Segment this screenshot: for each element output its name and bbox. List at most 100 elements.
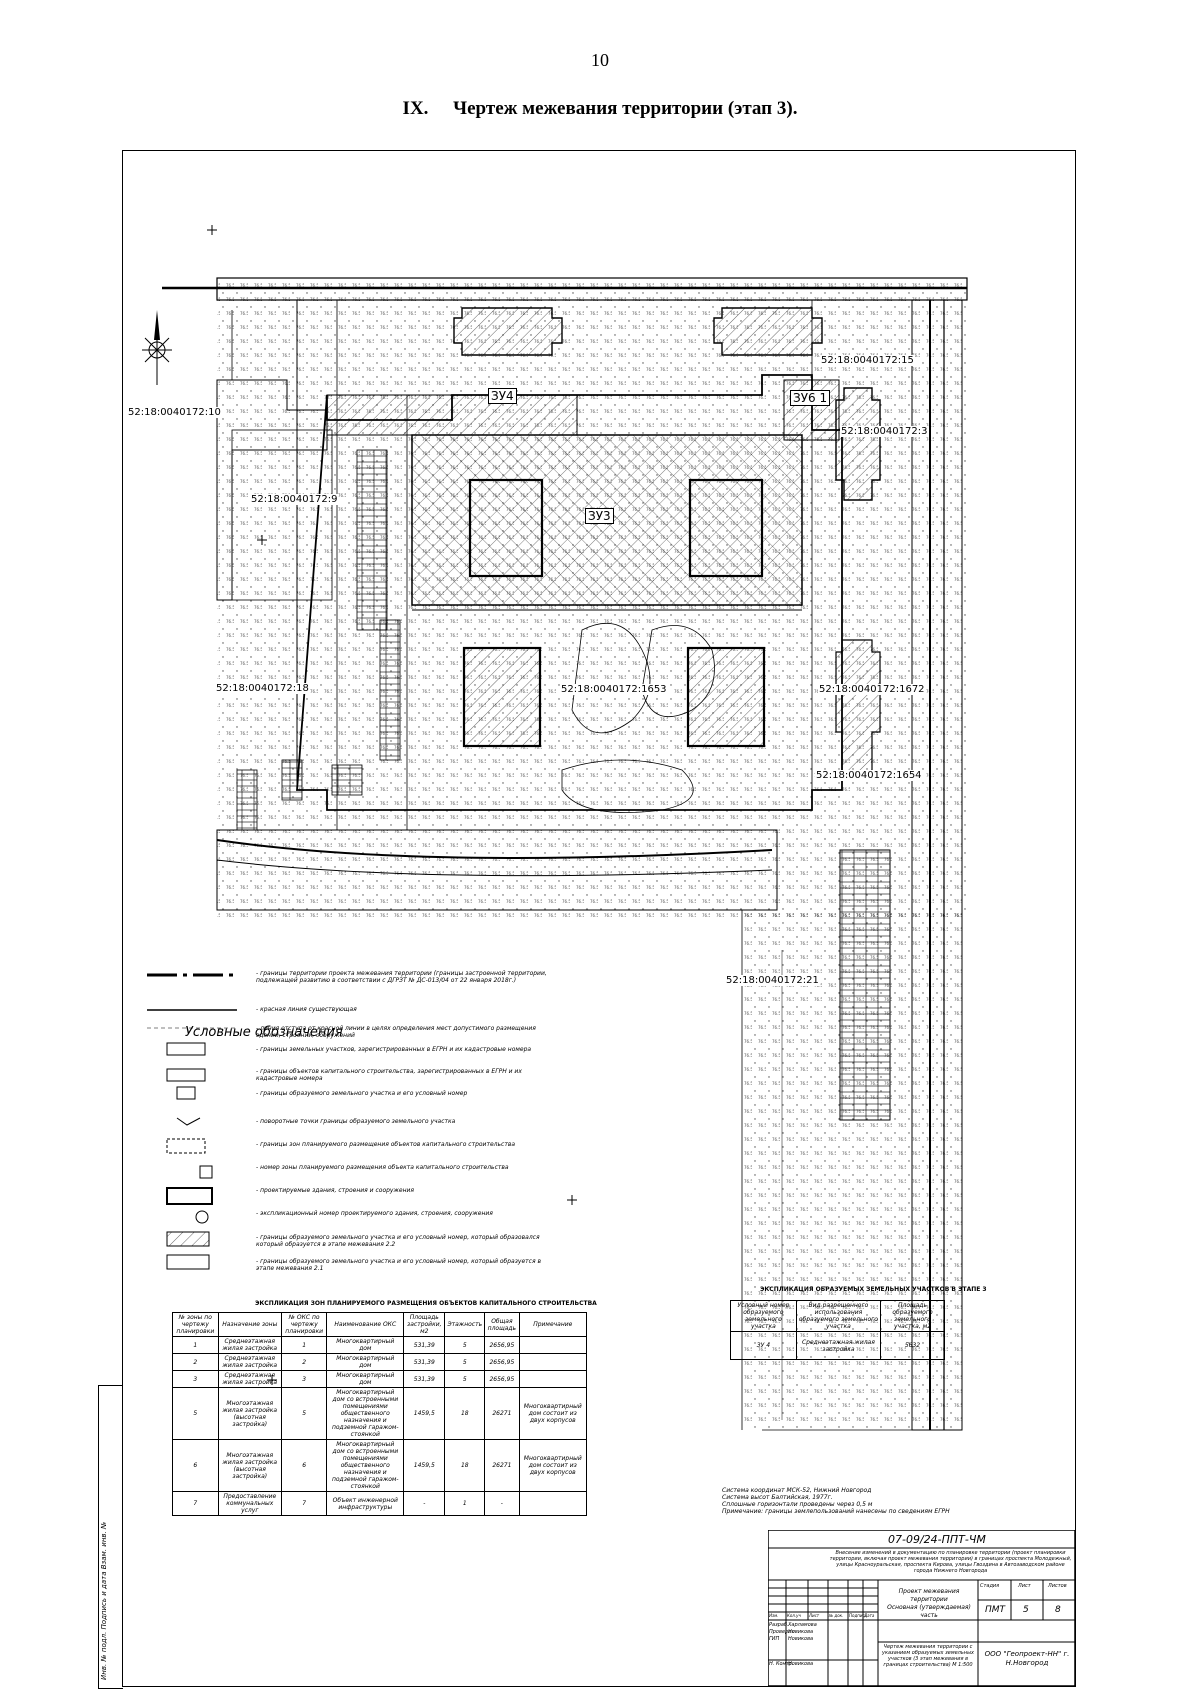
table-header: Наименование ОКС (326, 1312, 405, 1337)
doc-title-line: Проект межевания территории (898, 1588, 960, 1603)
stamp-name: Харламова (788, 1622, 817, 1628)
section-title-text: Чертеж межевания территории (этап 3). (453, 98, 798, 119)
plot-label-3: 52:18:0040172:3 (840, 426, 929, 437)
table-cell: 18 (444, 1387, 486, 1440)
stamp-col: Дата (864, 1613, 875, 1618)
table-header: Примечание (518, 1312, 588, 1337)
table-cell: 26271 (484, 1387, 520, 1440)
zone-zu4-area (326, 394, 578, 436)
table-cell: ЗУ 4 (730, 1331, 797, 1360)
title-block: 07-09/24-ППТ-ЧМ Внесение изменений в док… (768, 1530, 1076, 1687)
drawing-frame (122, 150, 1076, 1687)
table-cell: Многоквартирный дом со встроенными помещ… (326, 1439, 405, 1492)
table-cell: 1459,5 (403, 1387, 446, 1440)
table-cell: 5 (444, 1353, 486, 1371)
table-cell: 7 (172, 1491, 219, 1516)
plot-10-boundary (216, 379, 328, 601)
table-cell: 2 (280, 1353, 328, 1371)
table-cell: 5 (444, 1370, 486, 1388)
plot-9-boundary (231, 429, 333, 601)
table1-caption: ЭКСПЛИКАЦИЯ ЗОН ПЛАНИРУЕМОГО РАЗМЕЩЕНИЯ … (255, 1300, 597, 1307)
table-header: Вид разрешенного использования образуемо… (795, 1300, 882, 1332)
table-header-row: Условный номер образуемого земельного уч… (730, 1300, 945, 1332)
note-line: Система высот Балтийская, 1977г. (722, 1494, 833, 1501)
garage-block (839, 849, 891, 1121)
stamp-role: Проверил (769, 1629, 795, 1635)
table-cell: 2656,95 (484, 1353, 520, 1371)
table-cell: 26271 (484, 1439, 520, 1492)
note-line: Сплошные горизонтали проведены через 0,5… (722, 1501, 873, 1508)
table-cell: Многоквартирный дом (326, 1353, 405, 1371)
section-title: IX. Чертеж межевания территории (этап 3)… (0, 98, 1200, 120)
table-header: № ОКС по чертежу планировки (280, 1312, 328, 1337)
table-cell: 5 (444, 1336, 486, 1354)
building-b (688, 478, 764, 578)
stamp-col: Изм. (769, 1613, 779, 1618)
stamp-role: Разраб. (769, 1622, 789, 1628)
sheet-value: 5 (1023, 1605, 1029, 1615)
plot-label-15: 52:18:0040172:15 (820, 355, 915, 366)
table1: № зоны по чертежу планировки Назначение … (172, 1312, 588, 1516)
coordinate-notes: Система координат МСК-52, Нижний Новгоро… (722, 1487, 950, 1515)
table-cell (518, 1491, 588, 1516)
table-cell: 7 (280, 1491, 328, 1516)
north-arrow-icon (142, 310, 172, 385)
legend-symbols (147, 973, 237, 1270)
table-cell: 1 (444, 1491, 486, 1516)
section-number: IX. (402, 98, 429, 119)
stamp-name: Новикова (788, 1636, 814, 1642)
stamp-role: ГИП (769, 1636, 780, 1642)
table-cell: 5632 (880, 1331, 945, 1360)
table-cell (518, 1370, 588, 1388)
table-cell: - (403, 1491, 446, 1516)
building-6 (686, 646, 766, 748)
sheet-header: Лист (1018, 1583, 1031, 1589)
doc-title-line: Основная (утверждаемая) часть (887, 1604, 971, 1619)
building-1 (453, 307, 563, 356)
table-cell: Многоэтажная жилая застройка (высотная з… (217, 1387, 282, 1440)
table-cell: 5 (280, 1387, 328, 1440)
doc-code: 07-09/24-ППТ-ЧМ (888, 1533, 986, 1546)
plot-label-18: 52:18:0040172:18 (215, 683, 310, 694)
table-cell (518, 1336, 588, 1354)
stamp-col: Лист (809, 1613, 820, 1618)
table-cell: 3 (172, 1370, 219, 1388)
table-header-row: № зоны по чертежу планировки Назначение … (172, 1312, 588, 1337)
stamp-role: Н. Контр. (769, 1661, 794, 1667)
table-cell: 2656,95 (484, 1370, 520, 1388)
table-header: Условный номер образуемого земельного уч… (730, 1300, 797, 1332)
road-bottom (216, 829, 778, 911)
table-cell: Среднеэтажная жилая застройка (217, 1353, 282, 1371)
table-header: Площадь образуемого земельного участка, … (880, 1300, 945, 1332)
table-cell: Многоэтажная жилая застройка (высотная з… (217, 1439, 282, 1492)
plot-label-10: 52:18:0040172:10 (127, 407, 222, 418)
building-3 (835, 387, 881, 501)
table2-caption: ЭКСПЛИКАЦИЯ ОБРАЗУЕМЫХ ЗЕМЕЛЬНЫХ УЧАСТКО… (760, 1286, 987, 1293)
zone-zu6-label: ЗУ6 1 (790, 390, 831, 406)
page-number: 10 (591, 50, 609, 70)
side-stamp (98, 1385, 123, 1689)
stamp-col: Подпись (849, 1613, 867, 1618)
table-cell: Многоквартирный дом (326, 1370, 405, 1388)
table-cell: Среднеэтажная жилая застройка (795, 1331, 882, 1360)
zone-zu6-area (783, 379, 840, 441)
table-cell: Многоквартирный дом состоит из двух корп… (518, 1439, 588, 1492)
building-a (468, 478, 544, 578)
plot-label-1654: 52:18:0040172:1654 (815, 770, 923, 781)
table-cell: 1459,5 (403, 1439, 446, 1492)
sheet-title: Чертеж межевания территории с указанием … (882, 1644, 974, 1668)
table-cell: 5 (172, 1387, 219, 1440)
sheets-header: Листов (1048, 1583, 1067, 1589)
building-2 (713, 307, 823, 356)
side-stamp-text: Инв. № подл. Подпись и дата Взам. инв. № (100, 1521, 108, 1680)
table-cell: Предоставление коммунальных услуг (217, 1491, 282, 1516)
zone-zu3-label: ЗУ3 (585, 508, 614, 524)
sheets-value: 8 (1055, 1605, 1061, 1615)
table-cell: 1 (172, 1336, 219, 1354)
